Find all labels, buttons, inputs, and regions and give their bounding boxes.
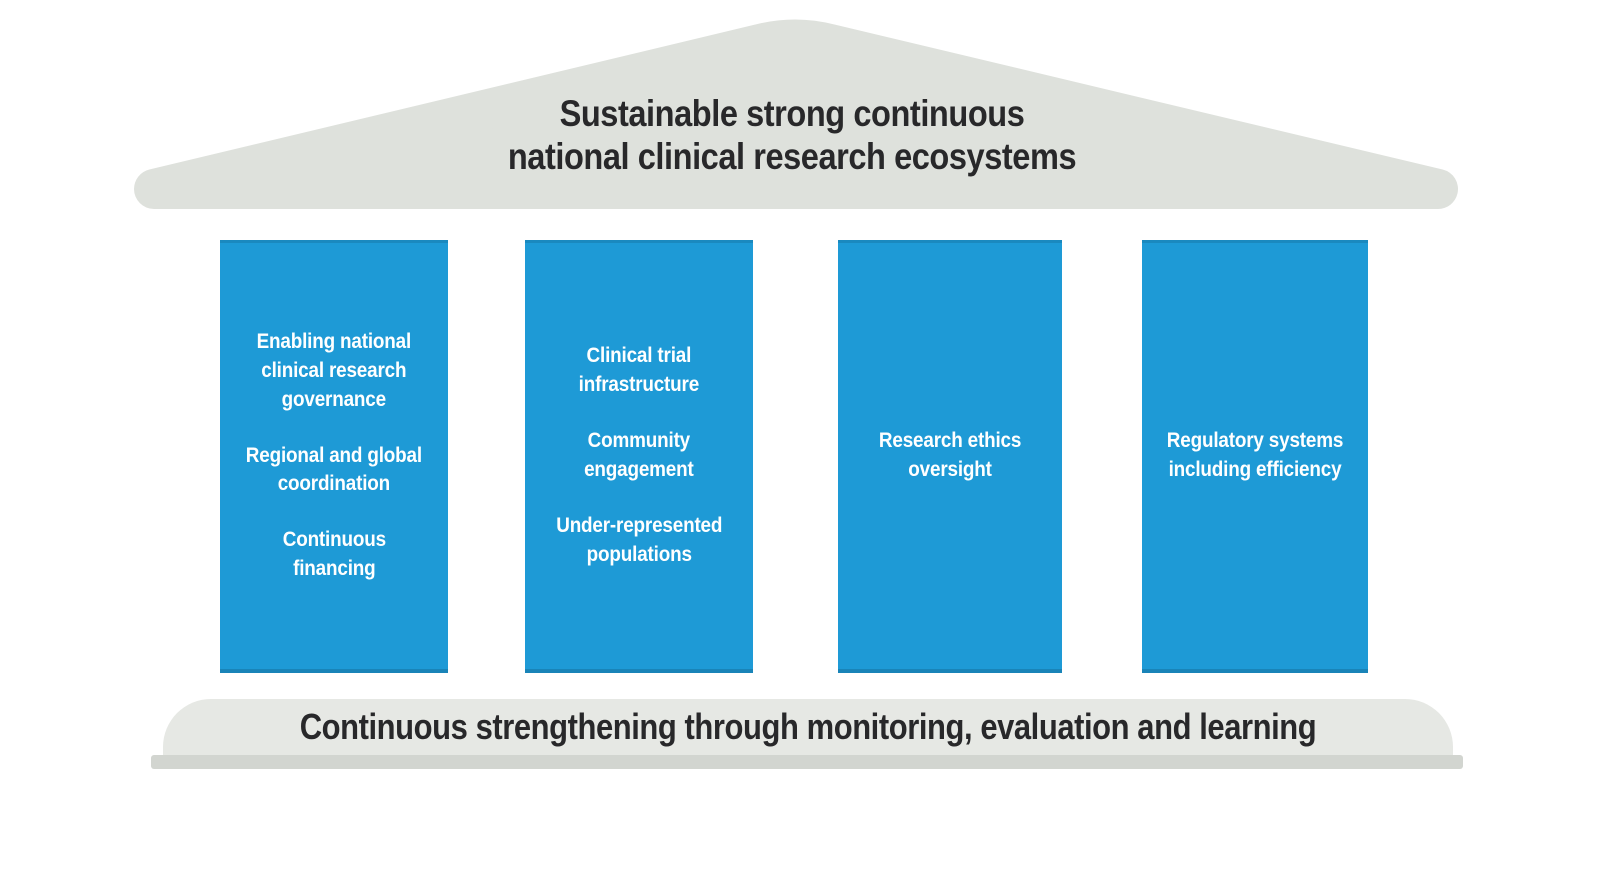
pillar-item-research-ethics-oversight: Research ethics oversight <box>878 429 1022 481</box>
roof-pediment-shape <box>134 19 1458 209</box>
pillar-item-under-represented-populations: Under-represented populations <box>555 513 723 566</box>
pillar-governance: Enabling national clinical research gove… <box>220 240 448 673</box>
pillar-item-continuous-financing: Continuous financing <box>282 528 386 581</box>
pillar-infrastructure-community: Clinical trial infrastructure Community … <box>525 240 753 673</box>
pillar-item-regulatory-systems-efficiency: Regulatory systems including efficiency <box>1166 429 1344 481</box>
foundation-label: Continuous strengthening through monitor… <box>299 706 1317 747</box>
pillar-research-ethics: Research ethics oversight <box>838 240 1062 673</box>
foundation-shadow-strip <box>151 755 1463 769</box>
pillar-item-community-engagement: Community engagement <box>584 429 694 481</box>
pillar-regulatory-systems: Regulatory systems including efficiency <box>1142 240 1368 673</box>
pillar-item-clinical-trial-infrastructure: Clinical trial infrastructure <box>578 344 700 397</box>
roof-title: Sustainable strong continuous national c… <box>507 93 1077 177</box>
pillar-item-regional-global-coordination: Regional and global coordination <box>245 443 423 496</box>
roof-pediment <box>134 19 1458 209</box>
foundation-bar: Continuous strengthening through monitor… <box>163 699 1453 757</box>
pillar-item-enabling-national-governance: Enabling national clinical research gove… <box>256 329 412 411</box>
